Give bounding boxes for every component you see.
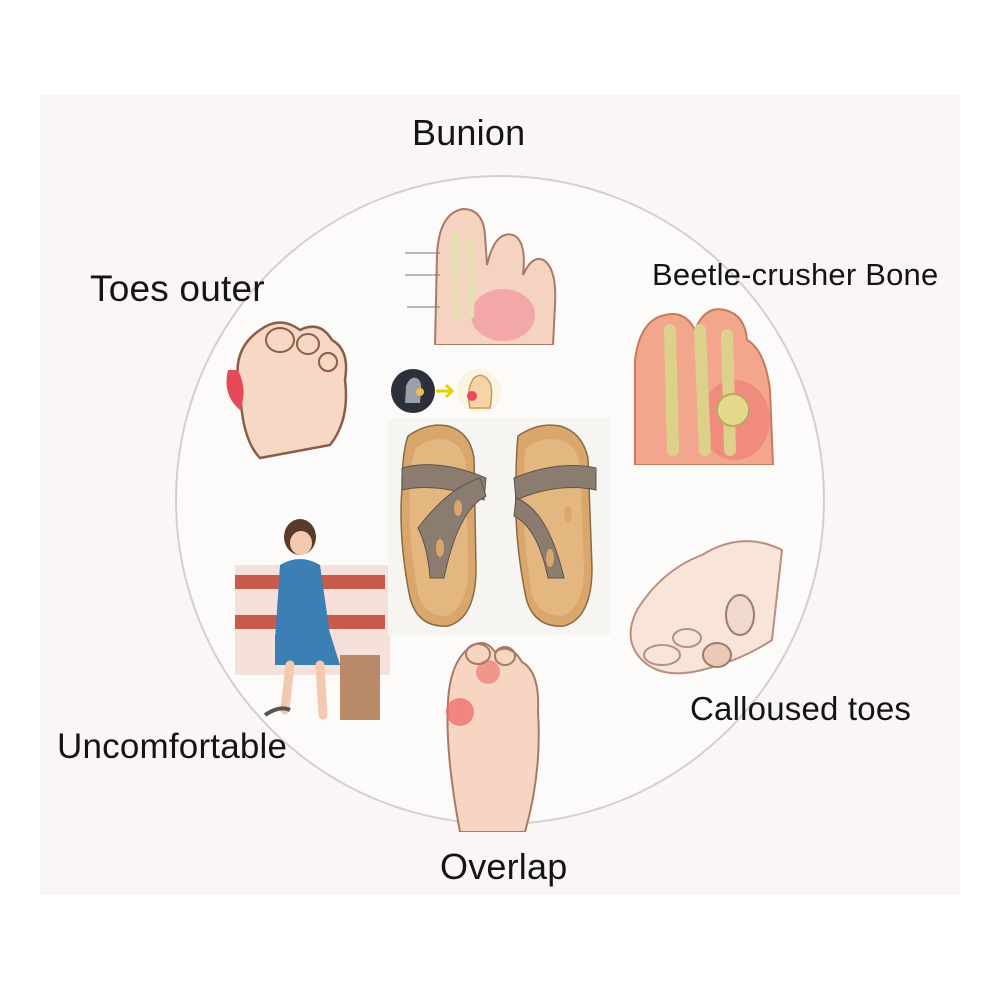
label-overlap: Overlap bbox=[440, 846, 568, 887]
bunion-foot-illustration bbox=[395, 195, 565, 345]
label-uncomfortable: Uncomfortable bbox=[57, 727, 288, 766]
toes-outer-foot-illustration bbox=[220, 310, 355, 460]
label-toes-outer: Toes outer bbox=[90, 268, 265, 309]
label-beetle-crusher-bone: Beetle-crusher Bone bbox=[652, 257, 939, 292]
label-bunion: Bunion bbox=[412, 112, 526, 153]
label-calloused-toes: Calloused toes bbox=[690, 690, 912, 727]
xray-foot-icon bbox=[390, 368, 436, 414]
bunion-foot-icon bbox=[456, 368, 502, 414]
beetle-crusher-bone-illustration bbox=[625, 300, 775, 465]
uncomfortable-woman-illustration bbox=[235, 515, 390, 730]
calloused-toes-illustration bbox=[622, 530, 787, 690]
sandals-product-image bbox=[388, 418, 610, 635]
highlight-arrow-icon bbox=[436, 384, 458, 398]
overlap-foot-illustration bbox=[430, 632, 550, 832]
